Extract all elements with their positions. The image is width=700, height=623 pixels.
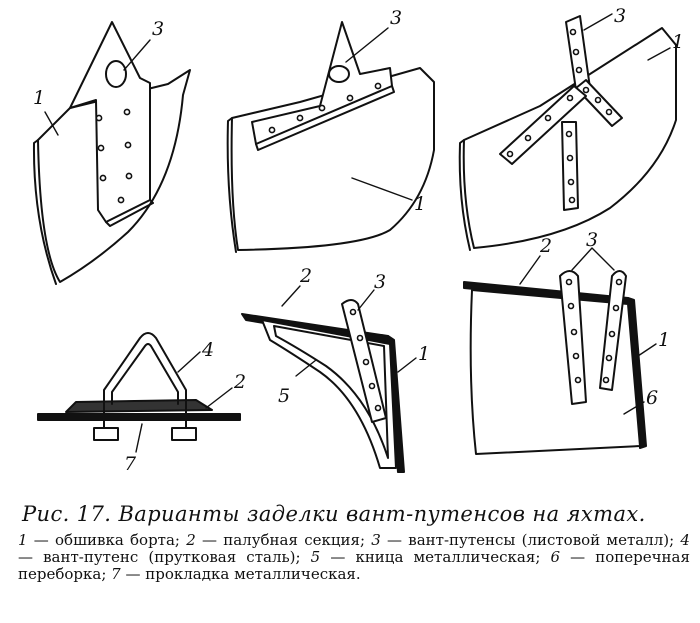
legend-num-7: 7 bbox=[111, 565, 121, 583]
legend-num-3: 3 bbox=[371, 531, 381, 549]
sketch-c-leader-1 bbox=[647, 47, 671, 61]
callout-a3: 3 bbox=[152, 18, 164, 40]
callout-e5: 5 bbox=[278, 385, 290, 407]
legend-item-4: 4 — вант-путенс (прутковая сталь); bbox=[18, 531, 690, 566]
legend-item-3: 3 — вант-путенсы (листовой металл); bbox=[371, 531, 675, 549]
sketch-b-chainplate-edge bbox=[255, 85, 395, 151]
sketch-c-rivets bbox=[506, 28, 613, 204]
sketch-c-plate-thickness bbox=[458, 139, 471, 251]
sketch-e-knee-inner bbox=[273, 325, 389, 459]
sketch-b-leader-3 bbox=[345, 27, 389, 63]
legend-text-1: обшивка борта; bbox=[55, 531, 180, 549]
sketch-a-rivets bbox=[95, 108, 133, 204]
callout-c1: 1 bbox=[672, 31, 684, 53]
sketch-d-nuts bbox=[93, 427, 197, 441]
legend-text-4: вант-путенс (прутковая сталь); bbox=[43, 548, 301, 566]
callout-d2: 2 bbox=[233, 371, 246, 393]
sketch-f-bulkhead-chainplates bbox=[463, 247, 657, 455]
sketch-d-deck bbox=[37, 413, 241, 421]
sketch-d-ubolt bbox=[103, 332, 187, 433]
sketch-c-leader-3 bbox=[583, 13, 613, 31]
sketch-a-leader-1 bbox=[44, 111, 59, 136]
sketch-f-leader-3 bbox=[571, 247, 615, 271]
sketch-a-shackle-hole bbox=[105, 60, 127, 88]
legend-num-2: 2 bbox=[186, 531, 196, 549]
sketch-f-leader-6 bbox=[623, 401, 645, 415]
legend-num-1: 1 bbox=[18, 531, 28, 549]
sketch-d-leader-4 bbox=[177, 351, 201, 373]
sketch-c-arm-down bbox=[561, 121, 579, 211]
sketch-b-rivets bbox=[268, 82, 382, 134]
sketch-d-leader-7 bbox=[135, 423, 143, 453]
sketch-e-rivets bbox=[349, 308, 382, 412]
callout-a1: 1 bbox=[33, 87, 45, 109]
figure-caption: Рис. 17. Варианты заделки вант-путенсов … bbox=[18, 500, 690, 583]
legend-item-2: 2 — палубная секция; bbox=[186, 531, 366, 549]
sketch-c-arm-left bbox=[499, 85, 587, 165]
legend-text-5: кница металлическая; bbox=[355, 548, 541, 566]
caption-legend: 1 — обшивка борта; 2 — палубная секция; … bbox=[18, 532, 690, 583]
sketch-a-triangular-chainplate bbox=[32, 21, 191, 285]
sketch-b-leader-1 bbox=[351, 177, 413, 201]
legend-item-1: 1 — обшивка борта; bbox=[18, 531, 180, 549]
chainplate-figure: 1 3 3 1 3 1 4 2 7 2 3 1 5 2 3 1 6 bbox=[32, 5, 684, 475]
sketch-d-leader-2 bbox=[205, 387, 233, 409]
sketch-f-leader-1 bbox=[637, 343, 657, 357]
legend-text-3: вант-путенсы (листовой металл); bbox=[408, 531, 675, 549]
sketch-e-knee-chainplate bbox=[241, 285, 417, 473]
legend-num-6: 6 bbox=[550, 548, 561, 566]
sketch-a-chainplate-edge bbox=[105, 199, 154, 227]
sketch-f-chainplate-right bbox=[599, 270, 627, 391]
sketch-b-hull-plate bbox=[230, 67, 435, 251]
callout-e1: 1 bbox=[418, 343, 430, 365]
callout-d4: 4 bbox=[201, 339, 214, 361]
callout-e3: 3 bbox=[374, 271, 386, 293]
sketch-b-chainplate bbox=[251, 21, 393, 145]
sketch-b-shackle-hole bbox=[328, 65, 350, 83]
sketch-d-ubolt-chainplate bbox=[37, 332, 241, 453]
legend-text-2: палубная секция; bbox=[223, 531, 366, 549]
callout-b3: 3 bbox=[390, 7, 402, 29]
callout-c3: 3 bbox=[614, 5, 626, 27]
sketch-f-leader-2 bbox=[519, 255, 541, 285]
sketch-f-bulkhead bbox=[469, 289, 641, 455]
sketch-d-pad bbox=[65, 399, 213, 413]
callout-f2: 2 bbox=[539, 235, 552, 257]
legend-item-5: 5 — кница металлическая; bbox=[310, 548, 541, 566]
sketch-c-star-chainplate bbox=[458, 13, 677, 251]
legend-text-6: поперечная переборка; bbox=[18, 548, 690, 583]
sketch-d-ubolt-inner bbox=[111, 343, 179, 405]
callout-f6: 6 bbox=[646, 387, 658, 409]
legend-num-4: 4 bbox=[680, 531, 690, 549]
sketch-b-plate-thickness bbox=[226, 117, 237, 253]
callout-e2: 2 bbox=[299, 265, 312, 287]
figure-callouts: 1 3 3 1 3 1 4 2 7 2 3 1 5 2 3 1 6 bbox=[33, 5, 684, 475]
legend-item-7: 7 — прокладка металлическая. bbox=[111, 565, 361, 583]
caption-title: Рис. 17. Варианты заделки вант-путенсов … bbox=[22, 502, 646, 526]
callout-f1: 1 bbox=[658, 329, 670, 351]
sketch-b-flanged-chainplate bbox=[226, 21, 435, 253]
callout-f3: 3 bbox=[586, 229, 598, 251]
sketch-e-leader-5 bbox=[295, 359, 317, 377]
callout-d7: 7 bbox=[124, 453, 137, 475]
sketch-e-leader-1 bbox=[397, 357, 417, 373]
sketch-f-rivets bbox=[565, 278, 623, 384]
legend-item-6: 6 — поперечная переборка; bbox=[18, 548, 690, 583]
sketch-f-chainplate-left bbox=[559, 270, 587, 405]
callout-b1: 1 bbox=[414, 193, 426, 215]
sketch-a-plate-thickness bbox=[32, 139, 57, 285]
legend-text-7: прокладка металлическая. bbox=[145, 565, 361, 583]
sketch-a-leader-3 bbox=[123, 39, 151, 71]
legend-num-5: 5 bbox=[310, 548, 321, 566]
sketch-e-leader-2 bbox=[281, 285, 301, 307]
sketch-e-leader-3 bbox=[357, 289, 375, 311]
